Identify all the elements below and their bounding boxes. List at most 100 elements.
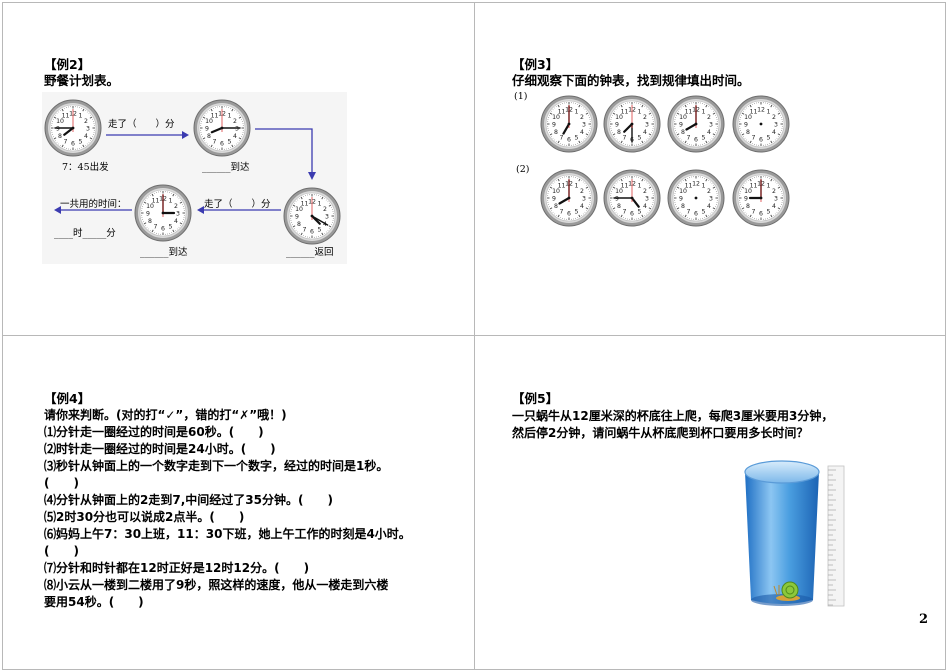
clock-tick	[679, 183, 681, 185]
clock-tick	[298, 198, 300, 200]
clock-numeral: 8	[617, 203, 621, 210]
clock-numeral: 1	[767, 108, 771, 115]
clock-tick	[146, 226, 148, 228]
clock-tick	[549, 207, 553, 210]
clock-tick	[578, 214, 581, 218]
clock-tick	[59, 144, 61, 146]
clock-numeral: 2	[707, 114, 711, 121]
clock-tick	[59, 110, 61, 112]
clock-tick	[551, 210, 553, 212]
clock-numeral: 11	[750, 108, 758, 115]
clock-tick	[741, 112, 745, 115]
clock-numeral: 9	[679, 195, 683, 202]
clock-numeral: 3	[582, 195, 586, 202]
clock-numeral: 11	[62, 112, 70, 119]
clock-tick	[551, 110, 553, 112]
clock-tick	[178, 198, 180, 200]
ex3-title: 【例3】	[512, 57, 559, 72]
clock-tick	[712, 186, 716, 189]
clock-numeral: 4	[580, 203, 584, 210]
hour-hand	[630, 196, 640, 208]
clock-tick	[648, 112, 652, 115]
ex5-line-1: 然后停2分钟，请问蜗牛从杯底爬到杯口要用多长时间？	[512, 426, 809, 440]
clock-tick	[641, 104, 644, 108]
clock-numeral: 1	[228, 112, 232, 119]
clock-numeral: 6	[630, 210, 634, 217]
clock-tick	[325, 199, 327, 201]
clock-tick	[648, 186, 652, 189]
clock-numeral: 8	[617, 129, 621, 136]
clock-tick	[581, 106, 583, 108]
clock-tick	[175, 229, 177, 231]
clock-numeral: 6	[71, 140, 75, 147]
clock-tick	[298, 232, 300, 234]
clock-tick	[709, 181, 711, 183]
clock-numeral: 3	[582, 121, 586, 128]
ex2-subtitle: 野餐计划表。	[44, 73, 120, 88]
clock-tick	[741, 186, 745, 189]
clock-tick	[645, 213, 647, 215]
clock-tick	[327, 201, 329, 203]
return-label: ______返回	[286, 247, 334, 258]
clock-tick	[746, 213, 748, 215]
clock-tick	[644, 180, 646, 182]
clock-numeral: 6	[567, 210, 571, 217]
clock-tick	[82, 144, 85, 148]
clock-center	[567, 122, 571, 126]
clock-tick	[712, 210, 714, 212]
clock-tick	[297, 231, 299, 233]
clock-numeral: 2	[580, 114, 584, 121]
clock-tick	[85, 110, 87, 112]
clock-numeral: 11	[211, 112, 219, 119]
clock-tick	[744, 211, 746, 213]
clock-tick	[741, 133, 745, 136]
clock-tick	[618, 140, 620, 142]
ex4-line-6: ⑸2时30分也可以说成2点半。( )	[44, 510, 245, 524]
clock-numeral: 8	[554, 203, 558, 210]
clock-center	[630, 122, 634, 126]
clock-numeral: 12	[692, 180, 700, 187]
clock-numeral: 9	[744, 195, 748, 202]
clock-numeral: 11	[558, 182, 566, 189]
clock-tick	[679, 211, 681, 213]
clock-tick	[582, 181, 584, 183]
clock-tick	[328, 204, 332, 207]
clock-tick	[554, 213, 556, 215]
clock-tick	[327, 229, 329, 231]
clock-numeral: 2	[772, 114, 776, 121]
clock-numeral: 9	[615, 195, 619, 202]
clock-numeral: 4	[643, 129, 647, 136]
clock-numeral: 11	[685, 108, 693, 115]
clock-tick	[557, 104, 560, 108]
clock-tick	[617, 107, 619, 109]
ex3-question: 仔细观察下面的钟表，找到规律填出时间。	[512, 73, 750, 88]
clock-numeral: 6	[220, 140, 224, 147]
ruler	[827, 465, 845, 607]
clock-tick	[770, 214, 773, 218]
clock-tick	[612, 207, 616, 210]
clock-tick	[86, 111, 88, 113]
clock-tick	[612, 112, 616, 115]
clock-tick	[328, 225, 332, 228]
clock-center	[759, 122, 763, 126]
clock-numeral: 7	[560, 134, 564, 141]
clock-tick	[644, 106, 646, 108]
clock-center	[694, 122, 698, 126]
clock-tick	[237, 141, 239, 143]
clock-numeral: 10	[552, 114, 560, 121]
clock-tick	[324, 198, 326, 200]
clock-numeral: 9	[205, 125, 209, 132]
clock-tick	[705, 104, 708, 108]
clock-numeral: 4	[707, 129, 711, 136]
clock-tick	[581, 140, 583, 142]
clock-tick	[614, 110, 616, 112]
clock-tick	[237, 113, 239, 115]
clock-tick	[145, 225, 147, 227]
clock-tick	[712, 184, 714, 186]
cup-body	[745, 472, 819, 604]
clock-numeral: 2	[707, 188, 711, 195]
clock-tick	[202, 137, 206, 140]
